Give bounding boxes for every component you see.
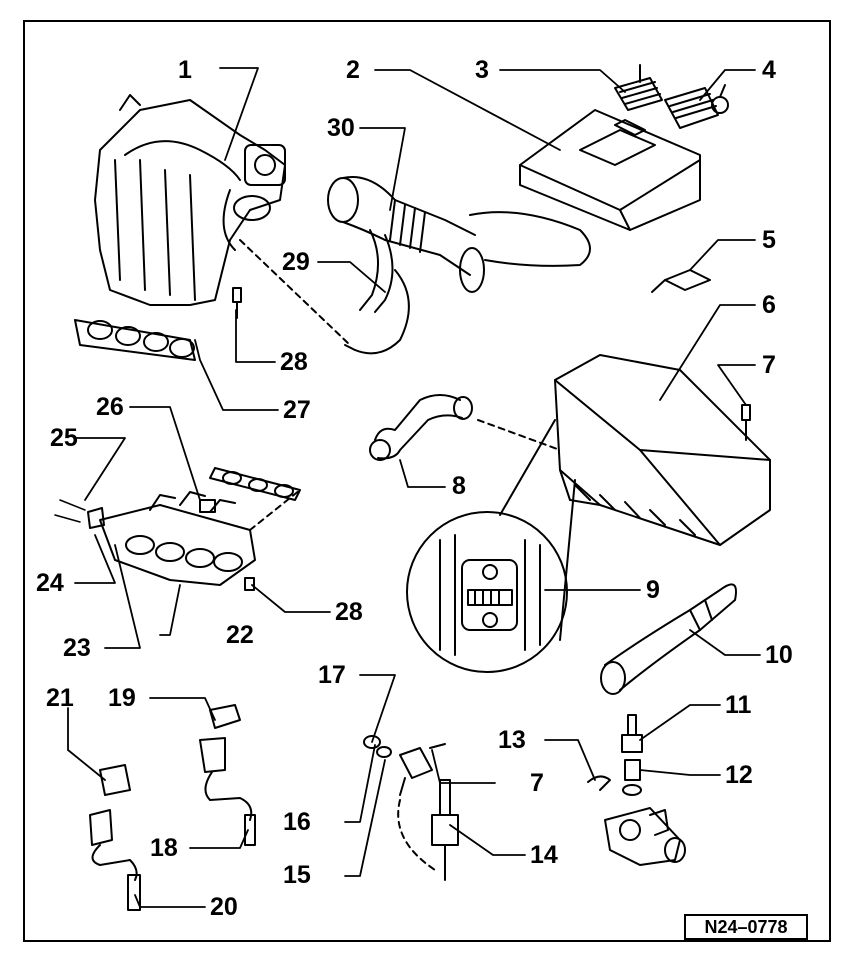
part-13-clip bbox=[587, 775, 611, 791]
part-10-intake-duct bbox=[600, 583, 737, 695]
callout-28-lower: 28 bbox=[335, 598, 363, 626]
part-24-25-fittings bbox=[54, 499, 105, 529]
part-14-sensor bbox=[431, 779, 459, 881]
part-15-16-17-sensor-assembly bbox=[363, 735, 446, 796]
callout-20: 20 bbox=[210, 893, 238, 921]
part-12-seal bbox=[622, 759, 642, 796]
callout-16: 16 bbox=[283, 808, 311, 836]
diagram-frame bbox=[23, 20, 831, 942]
part-7-screw-upper bbox=[741, 404, 751, 441]
coolant-flange bbox=[604, 807, 686, 866]
part-26-connector bbox=[199, 499, 216, 513]
dashed-guide-1 bbox=[239, 239, 351, 346]
dashed-guide-22 bbox=[249, 489, 301, 531]
part-8-hose bbox=[369, 394, 473, 461]
callout-11: 11 bbox=[725, 691, 752, 719]
callout-24: 24 bbox=[36, 569, 64, 597]
part-1-intake-manifold bbox=[94, 94, 286, 306]
callout-1: 1 bbox=[178, 56, 192, 84]
callout-13: 13 bbox=[498, 726, 526, 754]
callout-9: 9 bbox=[646, 576, 660, 604]
part-4-connector bbox=[664, 84, 729, 129]
callout-28-upper: 28 bbox=[280, 348, 308, 376]
part-5-sensor bbox=[651, 269, 711, 293]
reference-code: N24–0778 bbox=[684, 914, 808, 940]
part-29-hose bbox=[344, 229, 410, 355]
callout-15: 15 bbox=[283, 861, 311, 889]
callout-10: 10 bbox=[765, 641, 793, 669]
callout-7-lower: 7 bbox=[530, 769, 544, 797]
callout-19: 19 bbox=[108, 684, 136, 712]
callout-3: 3 bbox=[475, 56, 489, 84]
part-11-sensor bbox=[621, 714, 643, 753]
part-3-connector bbox=[614, 64, 663, 111]
callout-18: 18 bbox=[150, 834, 178, 862]
callout-21: 21 bbox=[46, 684, 74, 712]
dashed-guide-8 bbox=[477, 419, 561, 451]
callout-23: 23 bbox=[63, 634, 91, 662]
leader-lines bbox=[67, 67, 761, 908]
callout-26: 26 bbox=[96, 393, 124, 421]
part-27-gasket-lower bbox=[209, 467, 301, 501]
callout-5: 5 bbox=[762, 226, 776, 254]
callout-27: 27 bbox=[283, 396, 311, 424]
callout-29: 29 bbox=[282, 248, 310, 276]
part-19-connector bbox=[199, 704, 253, 821]
callout-2: 2 bbox=[346, 56, 360, 84]
dashed-guide-14 bbox=[397, 799, 436, 871]
callout-17: 17 bbox=[318, 661, 346, 689]
part-30-air-duct bbox=[327, 176, 591, 293]
callout-30: 30 bbox=[327, 114, 355, 142]
part-9-detail-view bbox=[406, 419, 576, 673]
part-2-control-unit bbox=[519, 109, 701, 231]
callout-7: 7 bbox=[762, 351, 776, 379]
callout-4: 4 bbox=[762, 56, 776, 84]
callout-12: 12 bbox=[725, 761, 753, 789]
part-6-air-filter-housing bbox=[554, 354, 771, 546]
callout-8: 8 bbox=[452, 472, 466, 500]
part-20-probe bbox=[127, 874, 141, 911]
part-21-connector bbox=[89, 764, 138, 881]
callout-22: 22 bbox=[226, 621, 254, 649]
callout-14: 14 bbox=[530, 841, 558, 869]
part-27-gasket-upper bbox=[74, 319, 196, 361]
part-22-intake-manifold-lower bbox=[99, 491, 256, 586]
part-28-bolt-upper bbox=[232, 287, 242, 319]
callout-6: 6 bbox=[762, 291, 776, 319]
part-28-bolt-lower bbox=[244, 577, 255, 591]
callout-25: 25 bbox=[50, 424, 78, 452]
